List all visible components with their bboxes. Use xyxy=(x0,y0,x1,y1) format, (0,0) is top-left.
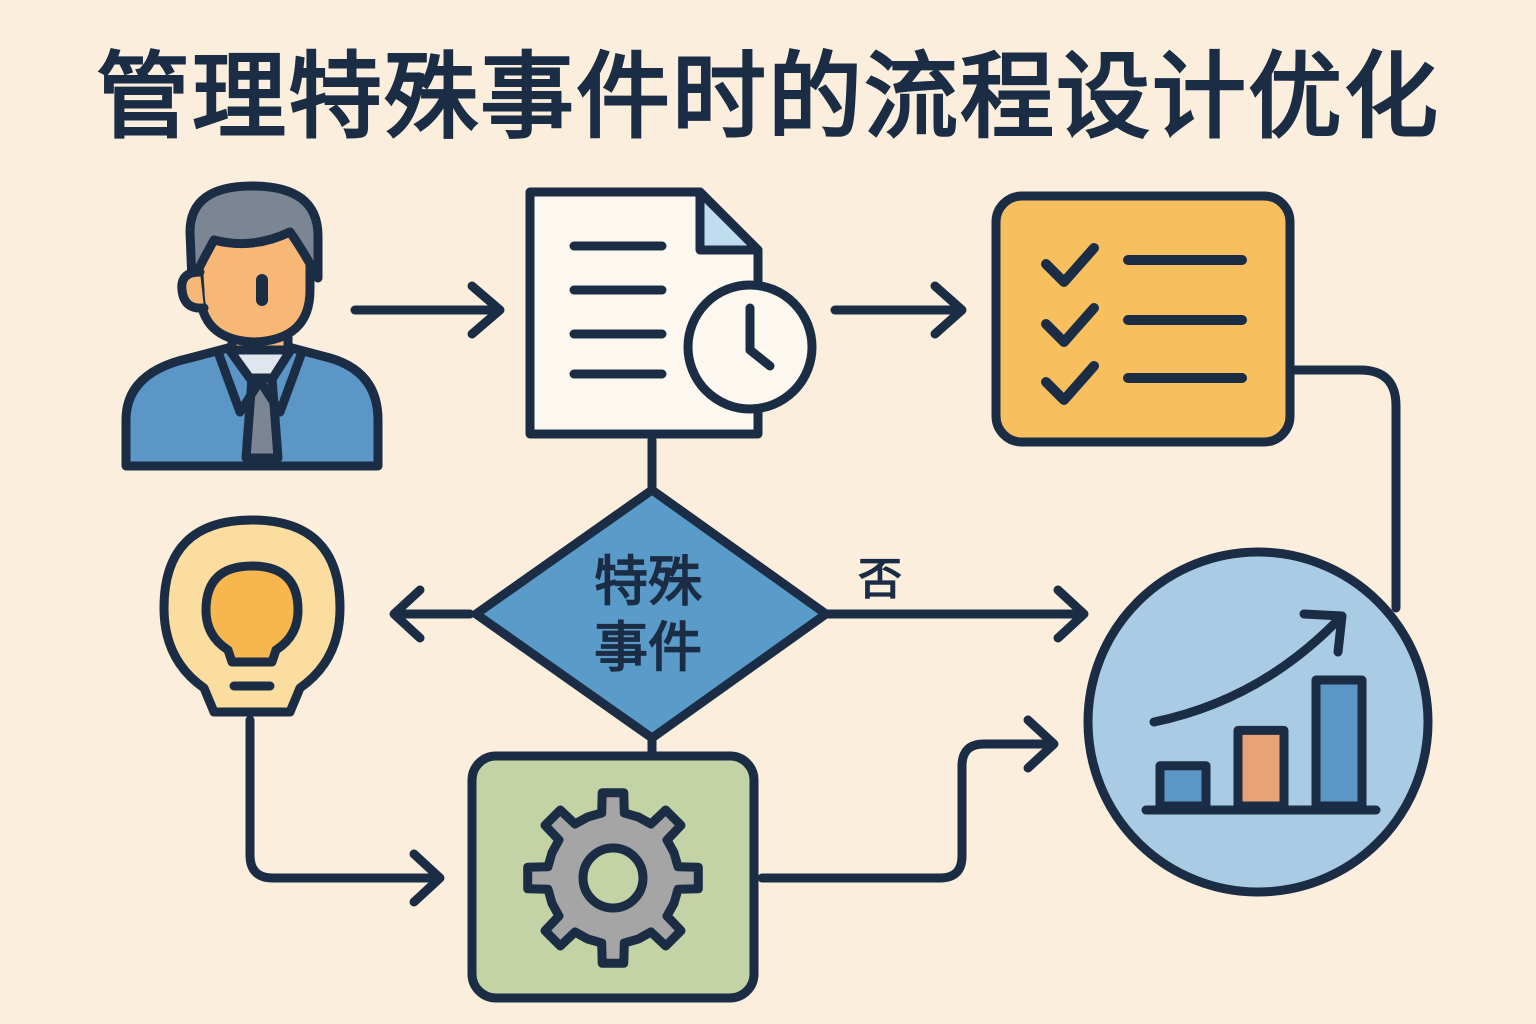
person-icon xyxy=(121,181,383,471)
decision-label-line2: 事件 xyxy=(594,616,702,679)
process-gear-box xyxy=(467,751,759,1003)
arrow-person-to-document xyxy=(350,281,505,339)
arrow-process-to-chart xyxy=(757,715,1059,883)
arrow-decision-to-lightbulb xyxy=(389,585,475,643)
check-icon xyxy=(1041,243,1099,287)
lightbulb-icon xyxy=(159,515,345,717)
connector-checklist-to-chart xyxy=(1287,365,1401,613)
checklist-icon xyxy=(991,191,1295,447)
growth-bar-2 xyxy=(1233,725,1289,811)
clock-icon xyxy=(683,280,817,414)
document-clock-icon xyxy=(525,187,817,439)
growth-bar-3 xyxy=(1311,675,1367,811)
decision-label-line1: 特殊 xyxy=(594,550,703,613)
decision-special-event: 特殊 事件 xyxy=(471,485,831,743)
gear-icon xyxy=(523,788,703,968)
arrow-decision-no-to-chart xyxy=(823,585,1089,643)
arrow-document-to-checklist xyxy=(830,281,967,339)
page-title: 管理特殊事件时的流程设计优化 xyxy=(96,43,1441,152)
no-branch-label: 否 xyxy=(858,554,902,605)
check-icon xyxy=(1041,361,1099,405)
growth-chart-icon xyxy=(1083,547,1433,897)
growth-arrow xyxy=(1149,615,1343,727)
check-icon xyxy=(1041,303,1099,347)
arrow-lightbulb-to-process xyxy=(245,715,445,907)
growth-bar-1 xyxy=(1155,761,1211,811)
